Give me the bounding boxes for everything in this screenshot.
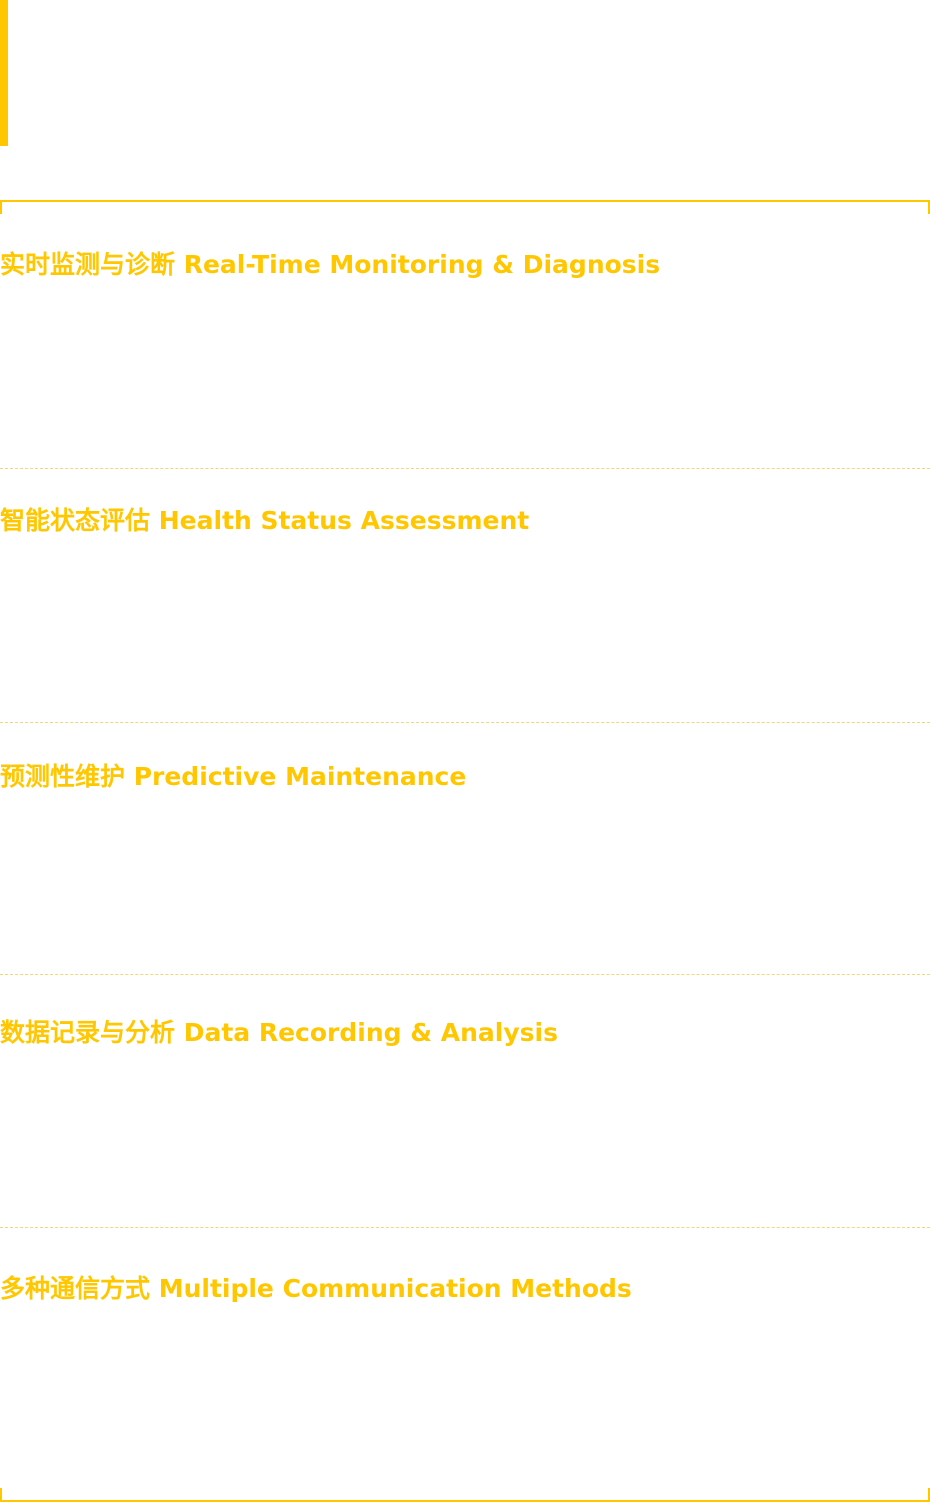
frame-corner-top-left [0, 200, 2, 214]
feature-divider [0, 1227, 930, 1228]
feature-title: 预测性维护 Predictive Maintenance [0, 762, 467, 791]
feature-title: 智能状态评估 Health Status Assessment [0, 506, 530, 535]
frame-corner-top-right [928, 200, 930, 214]
feature-title: 数据记录与分析 Data Recording & Analysis [0, 1018, 558, 1047]
frame-corner-bottom-left [0, 1488, 2, 1502]
feature-divider [0, 974, 930, 975]
frame-top-border [0, 200, 930, 202]
accent-bar [0, 0, 8, 146]
feature-frame [0, 200, 930, 1502]
feature-title: 多种通信方式 Multiple Communication Methods [0, 1274, 632, 1303]
feature-divider [0, 722, 930, 723]
frame-bottom-border [0, 1500, 930, 1502]
feature-title: 实时监测与诊断 Real-Time Monitoring & Diagnosis [0, 250, 661, 279]
feature-divider [0, 468, 930, 469]
frame-corner-bottom-right [928, 1488, 930, 1502]
